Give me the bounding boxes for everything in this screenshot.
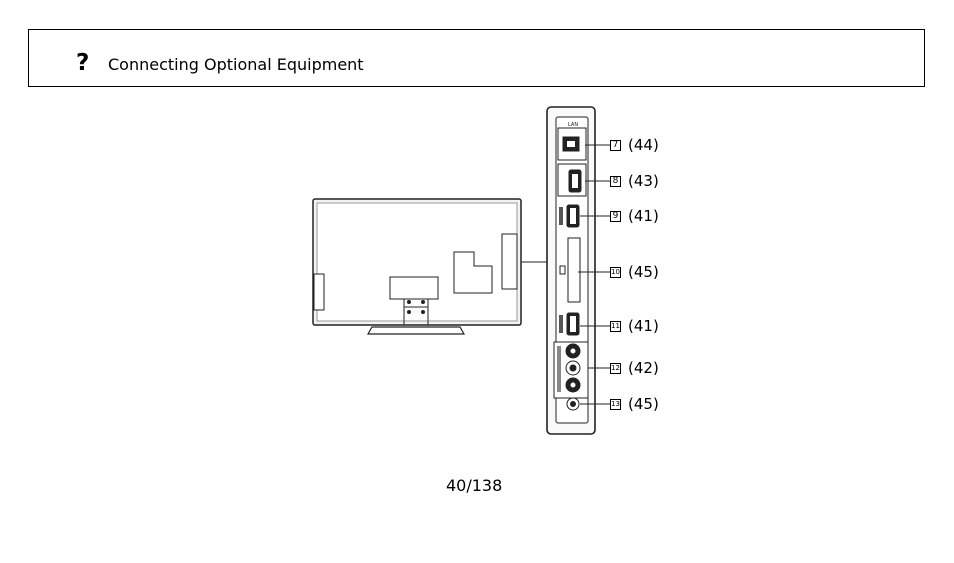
side-connector-panel — [546, 106, 596, 435]
callout-number: 12 — [610, 362, 621, 374]
callout-13: 13 (45) — [610, 394, 659, 413]
callout-number: 13 — [610, 398, 621, 410]
callout-7: 7 (44) — [610, 135, 659, 154]
callout-number: 10 — [610, 266, 621, 278]
tv-rear-view — [312, 198, 522, 335]
header-box: ? Connecting Optional Equipment — [28, 29, 925, 87]
callout-8: 8 (43) — [610, 171, 659, 190]
callout-number: 8 — [610, 175, 621, 187]
callout-page-ref: (43) — [628, 171, 659, 190]
page-title: Connecting Optional Equipment — [108, 55, 364, 74]
callout-11: 11 (41) — [610, 316, 659, 335]
callout-leaders — [578, 144, 610, 405]
question-mark-icon[interactable]: ? — [76, 50, 90, 76]
callout-number: 7 — [610, 139, 621, 151]
callout-page-ref: (41) — [628, 316, 659, 335]
callout-page-ref: (45) — [628, 262, 659, 281]
callout-page-ref: (41) — [628, 206, 659, 225]
callout-page-ref: (45) — [628, 394, 659, 413]
page-number: 40/138 — [446, 476, 503, 495]
callout-number: 9 — [610, 210, 621, 222]
lan-label: LAN — [568, 122, 578, 128]
callout-12: 12 (42) — [610, 358, 659, 377]
callout-page-ref: (42) — [628, 358, 659, 377]
callout-10: 10 (45) — [610, 262, 659, 281]
callout-9: 9 (41) — [610, 206, 659, 225]
callout-number: 11 — [610, 320, 621, 332]
callout-page-ref: (44) — [628, 135, 659, 154]
